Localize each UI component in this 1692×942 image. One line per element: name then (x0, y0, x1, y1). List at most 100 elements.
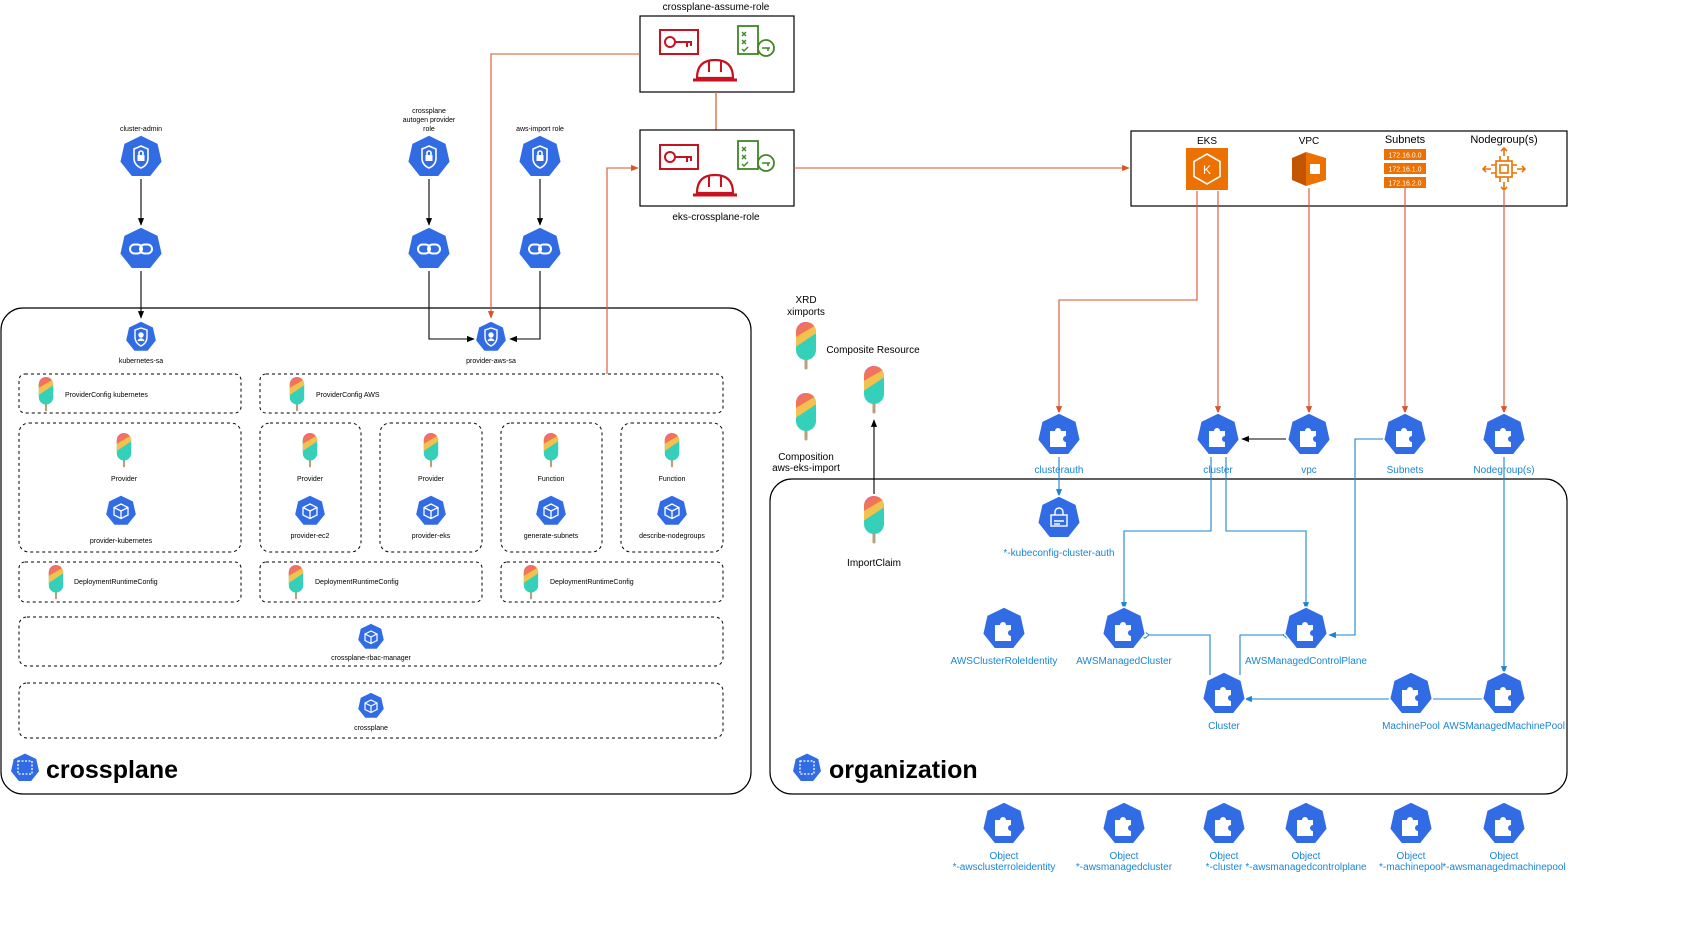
iam-eks-role-group: eks-crossplane-role (639, 129, 795, 223)
describe-nodegroups-label: describe-nodegroups (639, 533, 705, 540)
puzzle-icon (1115, 622, 1131, 641)
cluster-top-label: cluster (1203, 465, 1233, 476)
edge (1328, 438, 1385, 639)
provider-kubernetes-box[interactable] (18, 422, 242, 553)
crossplane-namespace[interactable] (0, 307, 752, 795)
edge (606, 164, 639, 374)
role-autogen-provider[interactable]: crossplane autogen provider role (403, 108, 456, 178)
node-cluster-top[interactable]: cluster (1195, 412, 1241, 476)
puzzle-icon (1402, 817, 1418, 836)
providerconfig-k8s-box[interactable] (18, 373, 242, 414)
node-aws-cluster-role-identity[interactable]: AWSClusterRoleIdentity (951, 606, 1058, 667)
runtimeconfig-2-label: DeploymentRuntimeConfig (315, 579, 399, 586)
puzzle-icon (1495, 817, 1511, 836)
node-aws-managed-control-plane[interactable]: AWSManagedControlPlane (1245, 606, 1367, 667)
rolebinding-aws-import[interactable] (517, 226, 563, 270)
puzzle-icon (1402, 687, 1418, 706)
cidr-2: 172.16.2.0 (1388, 181, 1421, 188)
organization-resources: clusterauth cluster vpc Subnets Nodegrou… (951, 412, 1565, 732)
providerconfig-k8s-label: ProviderConfig kubernetes (65, 392, 148, 399)
crossplane-dashed-boxes (18, 373, 724, 739)
crossplane-core-box[interactable] (18, 682, 724, 739)
iam-helmet-icon (693, 173, 737, 197)
provider-ec2-box[interactable] (259, 422, 362, 553)
composition-aws-eks-import[interactable]: Composition aws-eks-import (772, 391, 840, 474)
role-aws-import[interactable]: aws-import role (516, 126, 564, 178)
node-cluster[interactable]: Cluster (1201, 671, 1247, 732)
sa-provider-aws[interactable]: provider-aws-sa (466, 320, 516, 365)
provider-eks-box[interactable] (379, 422, 483, 553)
kubeconfig-label: *-kubeconfig-cluster-auth (1003, 548, 1114, 559)
import-claim[interactable]: ImportClaim (847, 494, 901, 569)
runtimeconfig-1-box[interactable] (18, 561, 242, 603)
crossplane-popsicle-icon (794, 391, 818, 439)
object-node[interactable]: Object *-cluster (1201, 801, 1247, 873)
cidr-1: 172.16.1.0 (1388, 167, 1421, 174)
puzzle-icon (1300, 428, 1316, 447)
provider-kubernetes-objects: Object *-awsclusterroleidentity Object *… (953, 801, 1566, 873)
pod-describe-nodegroups[interactable]: describe-nodegroups (639, 494, 705, 540)
subnets-label: Subnets (1385, 134, 1426, 146)
pod-rbac-manager[interactable]: crossplane-rbac-manager (331, 622, 412, 662)
function-describe-nodegroups-box[interactable] (620, 422, 724, 553)
role-cluster-admin[interactable]: cluster-admin (118, 126, 164, 178)
node-vpc[interactable]: vpc (1286, 412, 1332, 476)
user-shield-icon (134, 327, 148, 347)
node-kubeconfig-secret[interactable]: *-kubeconfig-cluster-auth (1003, 495, 1115, 559)
object-node[interactable]: Object *-awsmanagedmachinepool (1442, 801, 1566, 873)
rolebinding-cluster-admin[interactable] (118, 226, 164, 270)
aws-import-role-label: aws-import role (516, 126, 564, 133)
composite-label: Composite Resource (826, 345, 920, 356)
aws-resources-group: EKS K VPC Subnets 172.16.0.0 172.16.1.0 … (1130, 130, 1568, 207)
object-node[interactable]: Object *-awsclusterroleidentity (953, 801, 1056, 873)
organization-namespace[interactable] (769, 478, 1568, 795)
iam-permissions-icon (737, 25, 775, 57)
svg-text:K: K (1203, 163, 1211, 177)
pod-provider-eks[interactable]: provider-eks (412, 494, 451, 540)
provider-eks-kind: Provider (418, 476, 445, 483)
object-name: *-awsmanagedcontrolplane (1245, 862, 1367, 873)
object-kind: Object (1397, 851, 1426, 862)
rbac-edges (137, 179, 544, 343)
autogen-role-line2: autogen provider (403, 117, 456, 124)
nodegroups-label: Nodegroup(s) (1470, 134, 1537, 146)
node-aws-managed-cluster[interactable]: AWSManagedCluster (1076, 606, 1173, 667)
xrd-ximports[interactable]: XRD ximports (787, 295, 825, 368)
subnets-node-label: Subnets (1387, 465, 1424, 476)
object-node[interactable]: Object *-awsmanagedcluster (1076, 801, 1173, 873)
autogen-role-line3: role (423, 126, 435, 133)
node-nodegroups[interactable]: Nodegroup(s) (1473, 412, 1535, 476)
object-node[interactable]: Object *-awsmanagedcontrolplane (1245, 801, 1367, 873)
providerconfig-aws-box[interactable] (259, 373, 724, 414)
object-node[interactable]: Object *-machinepool (1379, 801, 1443, 873)
cube-icon (113, 503, 129, 520)
rolebinding-autogen[interactable] (406, 226, 452, 270)
node-machinepool[interactable]: MachinePool (1382, 671, 1440, 732)
rbac-manager-box[interactable] (18, 616, 724, 667)
function-generate-subnets-box[interactable] (500, 422, 603, 553)
assume-role-label: crossplane-assume-role (663, 2, 770, 13)
autogen-role-line1: crossplane (412, 108, 446, 115)
object-name: *-awsclusterroleidentity (953, 862, 1056, 873)
pod-generate-subnets[interactable]: generate-subnets (524, 494, 579, 540)
runtimeconfig-3-box[interactable] (500, 561, 724, 603)
pod-crossplane-core[interactable]: crossplane (354, 691, 388, 732)
providerconfig-aws-label: ProviderConfig AWS (316, 392, 380, 399)
node-clusterauth[interactable]: clusterauth (1035, 412, 1084, 476)
object-kind: Object (1110, 851, 1139, 862)
crossplane-title: crossplane (46, 756, 178, 784)
puzzle-icon (1050, 428, 1066, 447)
pod-provider-kubernetes[interactable]: provider-kubernetes (90, 494, 153, 545)
pod-provider-ec2[interactable]: provider-ec2 (291, 494, 330, 540)
xrd-label: XRD (795, 295, 816, 306)
node-aws-managed-machinepool[interactable]: AWSManagedMachinePool (1443, 671, 1565, 732)
runtimeconfig-2-box[interactable] (259, 561, 483, 603)
provider-aws-sa-label: provider-aws-sa (466, 358, 516, 365)
node-subnets[interactable]: Subnets (1382, 412, 1428, 476)
kubernetes-sa-label: kubernetes-sa (119, 358, 163, 365)
composite-resource[interactable]: Composite Resource (826, 345, 920, 412)
provider-ec2-label: provider-ec2 (291, 533, 330, 540)
managed-machinepool-label: AWSManagedMachinePool (1443, 721, 1565, 732)
sa-kubernetes[interactable]: kubernetes-sa (119, 320, 163, 365)
